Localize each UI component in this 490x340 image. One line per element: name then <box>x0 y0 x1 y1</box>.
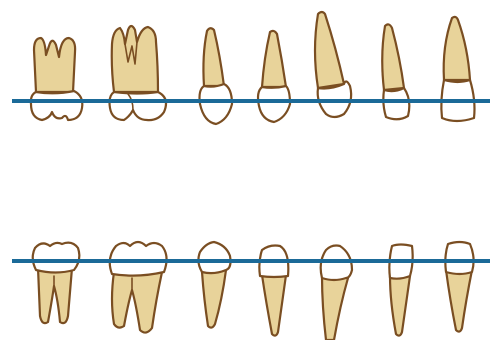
root <box>34 38 75 92</box>
crown <box>383 88 409 119</box>
crown <box>31 91 82 120</box>
crown <box>110 92 167 120</box>
crown <box>110 242 167 276</box>
upper-molar-2 <box>31 38 82 120</box>
crown <box>33 243 80 273</box>
crown <box>445 242 473 274</box>
